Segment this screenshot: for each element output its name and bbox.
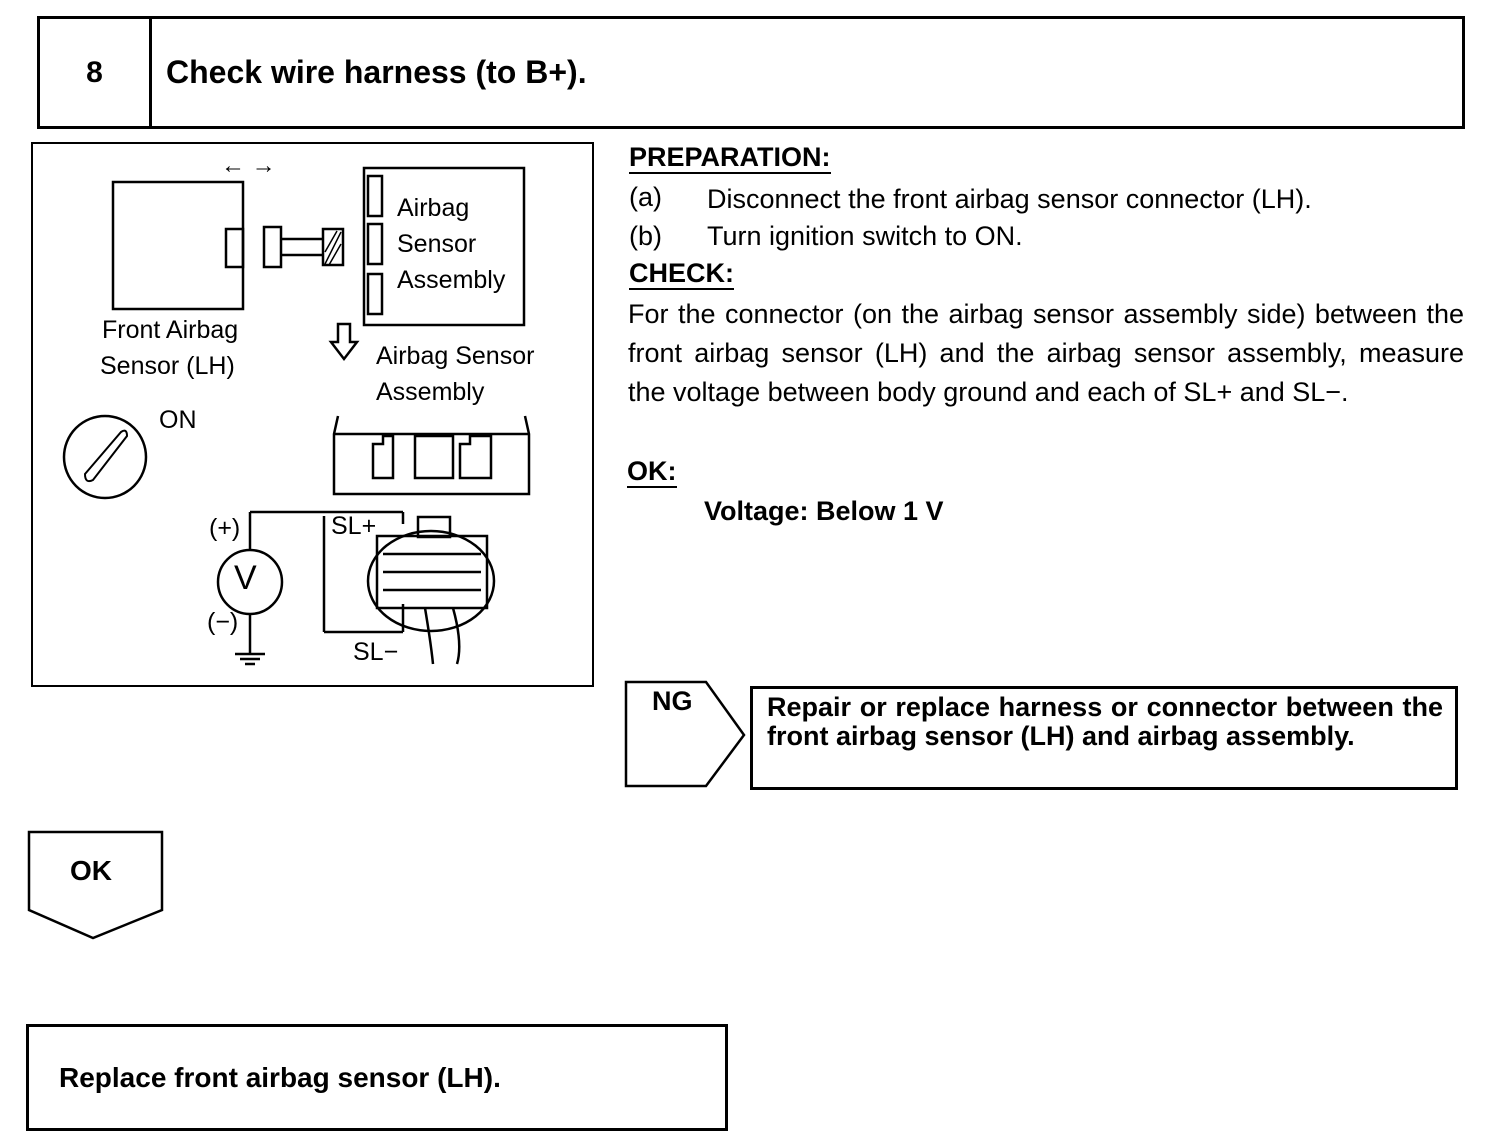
sl-plus-label: SL+ bbox=[331, 512, 377, 540]
result-box: Replace front airbag sensor (LH). bbox=[26, 1024, 728, 1131]
step-a-text: Disconnect the front airbag sensor conne… bbox=[707, 184, 1312, 214]
step-header: 8 Check wire harness (to B+). bbox=[37, 16, 1465, 129]
slide-arrows: ← → bbox=[221, 152, 276, 179]
front-sensor-label-2: Sensor (LH) bbox=[100, 352, 235, 380]
negative-lead-label: (−) bbox=[207, 608, 239, 636]
assembly-box-label-2: Sensor bbox=[397, 230, 477, 258]
front-sensor-box bbox=[111, 180, 245, 311]
assembly-label-2: Assembly bbox=[376, 378, 485, 406]
ok-label: OK bbox=[70, 855, 112, 886]
ng-action-box: Repair or replace harness or connector b… bbox=[750, 686, 1458, 790]
assembly-box-label-3: Assembly bbox=[397, 266, 506, 294]
assembly-label-1: Airbag Sensor bbox=[376, 342, 535, 370]
positive-lead-label: (+) bbox=[209, 514, 241, 542]
ng-arrow-shape bbox=[624, 680, 746, 788]
check-heading: CHECK: bbox=[629, 258, 734, 290]
step-b-marker: (b) bbox=[629, 221, 662, 251]
ok-arrow-shape bbox=[27, 830, 164, 940]
check-instructions: For the connector (on the airbag sensor … bbox=[628, 299, 1464, 407]
sl-minus-label: SL− bbox=[353, 638, 399, 666]
ng-label: NG bbox=[652, 686, 693, 716]
airbag-sensor-assembly-box bbox=[362, 166, 526, 327]
ignition-on-label: ON bbox=[159, 406, 197, 434]
ok-spec-value: Voltage: Below 1 V bbox=[704, 496, 944, 526]
result-text: Replace front airbag sensor (LH). bbox=[59, 1061, 501, 1093]
preparation-heading: PREPARATION: bbox=[629, 142, 831, 174]
front-sensor-label-1: Front Airbag bbox=[102, 316, 239, 344]
step-title: Check wire harness (to B+). bbox=[166, 54, 587, 90]
wiring-diagram: ← → Airbag Sensor Assembly Front Airbag … bbox=[31, 142, 594, 687]
step-b-text: Turn ignition switch to ON. bbox=[707, 221, 1023, 251]
voltmeter-symbol: V bbox=[234, 559, 257, 597]
diagram-drawing bbox=[62, 166, 531, 666]
assembly-box-label-1: Airbag bbox=[397, 194, 470, 222]
step-number: 8 bbox=[40, 19, 152, 126]
step-a-marker: (a) bbox=[629, 182, 662, 212]
ok-spec-heading: OK: bbox=[627, 456, 677, 488]
